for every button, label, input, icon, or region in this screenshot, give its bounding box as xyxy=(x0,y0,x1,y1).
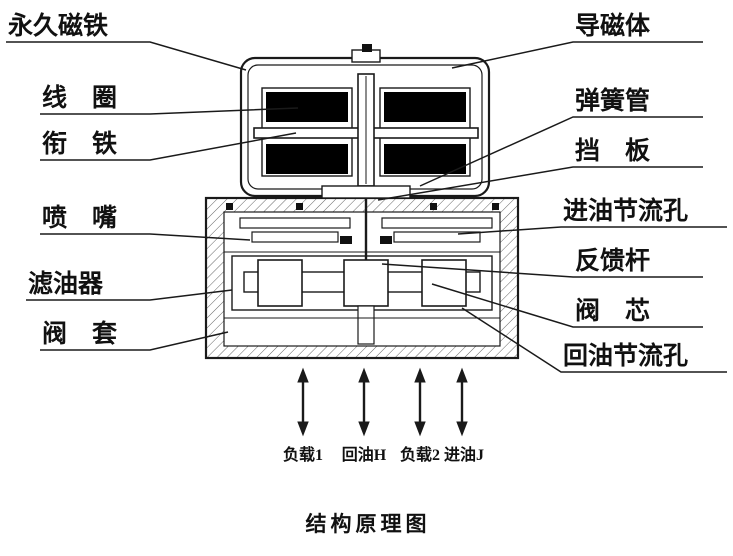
spool-land-left xyxy=(257,259,303,307)
label-oil-filter: 滤油器 xyxy=(28,270,104,298)
callout-line-valve-spool xyxy=(431,283,703,328)
callout-line-magnetic-conductor xyxy=(451,41,703,69)
callout-line-permanent-magnet xyxy=(6,41,247,71)
callout-line-flapper xyxy=(377,166,703,201)
motor-flange xyxy=(321,185,411,199)
nozzle-right xyxy=(380,236,392,244)
seal-dot xyxy=(430,203,437,210)
seal-dot xyxy=(492,203,499,210)
label-spring-tube: 弹簧管 xyxy=(575,86,650,115)
coil-right xyxy=(379,87,471,177)
labels: 永久磁铁 线 圈 衔 铁 喷 嘴 滤油器 阀 套 导磁体 弹簧管 挡 板 进油节… xyxy=(8,11,688,536)
callout-line-return-throttle xyxy=(461,307,727,373)
label-nozzle: 喷 嘴 xyxy=(42,204,117,232)
flow-arrow-load2 xyxy=(414,367,426,437)
flow-arrow-inlet-j xyxy=(456,367,468,437)
port-label-return-h: 回油H xyxy=(342,445,387,464)
callout-line-oil-filter xyxy=(26,289,233,301)
callout-line-spring-tube xyxy=(419,116,703,187)
port-label-load1: 负载1 xyxy=(283,445,323,464)
label-flapper: 挡 板 xyxy=(575,137,650,165)
drain-passage xyxy=(357,305,375,345)
flow-arrows xyxy=(297,367,468,437)
seal-dot xyxy=(296,203,303,210)
seal-dot xyxy=(226,203,233,210)
label-feedback-rod: 反馈杆 xyxy=(575,247,650,275)
torque-motor-assembly xyxy=(239,44,491,199)
label-coil: 线 圈 xyxy=(42,83,117,112)
label-armature: 衔 铁 xyxy=(42,130,117,158)
callout-line-nozzle xyxy=(40,233,251,241)
callout-line-inlet-throttle xyxy=(457,226,727,235)
label-return-throttle-orifice: 回油节流孔 xyxy=(563,341,688,370)
callout-lines xyxy=(6,41,727,373)
label-valve-sleeve: 阀 套 xyxy=(42,320,118,348)
label-magnetic-conductor: 导磁体 xyxy=(575,11,651,40)
callout-line-feedback-rod xyxy=(381,263,703,278)
callout-line-valve-sleeve xyxy=(40,331,229,351)
callout-line-armature xyxy=(40,132,297,161)
nozzle-flapper-stage xyxy=(224,217,500,253)
label-inlet-throttle-orifice: 进油节流孔 xyxy=(563,196,688,225)
port-label-inlet-j: 进油J xyxy=(444,445,484,464)
diagram-title: 结构原理图 xyxy=(306,512,431,536)
callout-line-coil xyxy=(40,107,299,115)
label-permanent-magnet: 永久磁铁 xyxy=(8,11,108,40)
spool-land-center xyxy=(343,259,389,307)
spool-assembly xyxy=(224,255,500,345)
port-label-load2: 负载2 xyxy=(400,445,440,464)
flow-arrow-load1 xyxy=(297,367,309,437)
label-valve-spool: 阀 芯 xyxy=(575,297,650,325)
valve-body xyxy=(204,184,520,360)
flow-arrow-return-h xyxy=(358,367,370,437)
nozzle-left xyxy=(340,236,352,244)
top-bolt-head xyxy=(362,44,372,52)
